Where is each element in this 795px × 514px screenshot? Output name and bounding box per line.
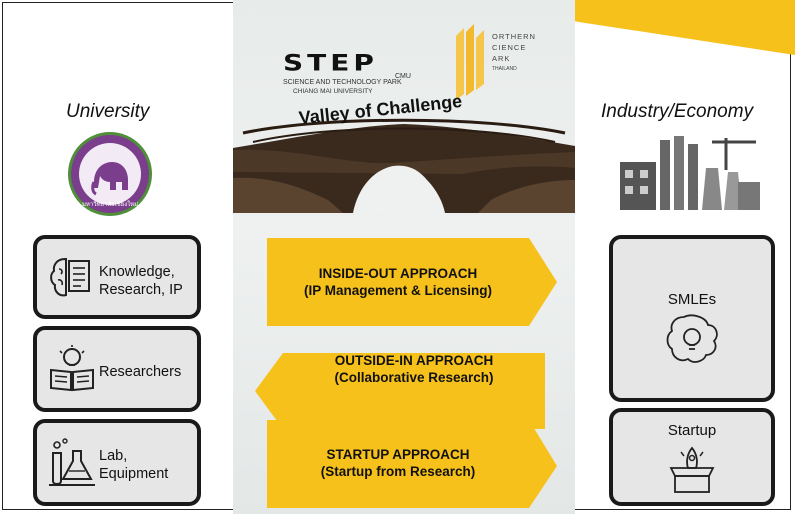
knowledge-box: Knowledge, Research, IP — [33, 235, 201, 319]
researchers-box: Researchers — [33, 326, 201, 412]
seal-text: มหาวิทยาลัยเชียงใหม่ — [81, 202, 139, 208]
outside-in-arrow-shape — [255, 353, 545, 429]
brain-lightbulb-icon — [666, 314, 718, 363]
startup-approach-line-1: STARTUP APPROACH — [326, 447, 470, 462]
nsp-logo: ORTHERN CIENCE ARK THAILAND — [452, 24, 542, 104]
smles-box: SMLEs — [609, 235, 775, 402]
knowledge-label: Knowledge, Research, IP — [99, 263, 183, 299]
inside-out-arrow: INSIDE-OUT APPROACH (IP Management & Lic… — [267, 242, 529, 322]
knowledge-label-line-1: Knowledge, — [99, 264, 175, 280]
inside-out-arrow-shape — [267, 238, 557, 326]
startup-arrow: STARTUP APPROACH (Startup from Research) — [267, 424, 529, 502]
elephant-icon — [91, 162, 128, 196]
startup-arrow-shape — [267, 420, 557, 508]
smles-label: SMLEs — [667, 291, 717, 308]
outside-in-line-2: (Collaborative Research) — [334, 370, 494, 385]
nsp-line-3: ARK — [492, 54, 511, 63]
step-mark: STEP — [283, 49, 378, 76]
step-line1: SCIENCE AND TECHNOLOGY PARK — [283, 79, 402, 86]
nsp-line-1: ORTHERN — [492, 32, 536, 41]
factory-icon — [620, 136, 760, 210]
lab-label-line-1: Lab, — [99, 448, 128, 464]
startup-box: Startup — [609, 408, 775, 506]
valley-illustration — [233, 118, 575, 213]
lab-box: Lab, Equipment — [33, 419, 201, 506]
approach-arrows — [255, 238, 557, 508]
university-title: University — [66, 101, 150, 122]
startup-label: Startup — [667, 422, 717, 439]
lab-label: Lab, Equipment — [99, 447, 168, 483]
step-line2: CHIANG MAI UNIVERSITY — [293, 88, 373, 95]
book-lightbulb-icon — [50, 345, 94, 392]
cmu-seal: มหาวิทยาลัยเชียงใหม่ — [68, 132, 152, 216]
lab-label-line-2: Equipment — [99, 466, 169, 482]
box-rocket-icon — [669, 446, 715, 493]
lab-flask-icon — [49, 438, 95, 486]
outside-in-arrow: OUTSIDE-IN APPROACH (Collaborative Resea… — [283, 338, 545, 400]
step-cmu: CMU — [395, 73, 411, 80]
nsp-line-4: THAILAND — [492, 66, 517, 72]
outside-in-line-1: OUTSIDE-IN APPROACH — [334, 353, 494, 368]
industry-title: Industry/Economy — [601, 101, 754, 122]
knowledge-label-line-2: Research, IP — [99, 282, 183, 298]
startup-approach-line-2: (Startup from Research) — [320, 464, 476, 479]
inside-out-line-2: (IP Management & Licensing) — [303, 283, 493, 298]
researchers-label: Researchers — [99, 363, 181, 381]
step-logo: STEP CMU SCIENCE AND TECHNOLOGY PARK CHI… — [283, 52, 448, 100]
inside-out-line-1: INSIDE-OUT APPROACH — [318, 266, 478, 281]
nsp-mark-icon — [456, 24, 484, 100]
brain-document-icon — [50, 258, 90, 297]
nsp-line-2: CIENCE — [492, 43, 527, 52]
researchers-label-line-1: Researchers — [99, 364, 182, 380]
